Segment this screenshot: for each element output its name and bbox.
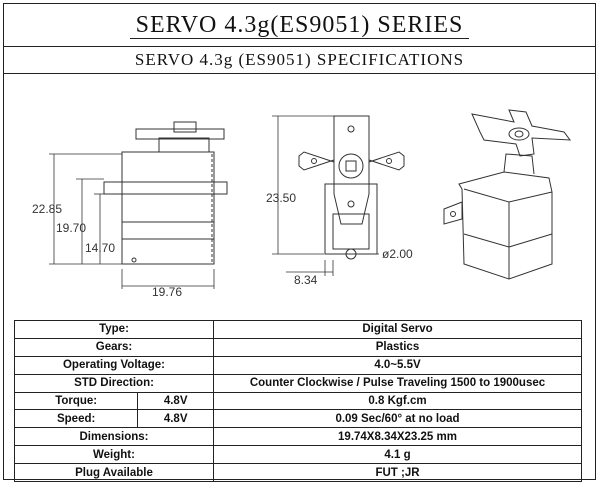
dim-front-height: 23.50 [266,191,296,205]
spec-value-weight: 4.1 g [213,445,582,465]
spec-label-voltage: Operating Voltage: [14,355,214,375]
dim-front-width: 8.34 [294,273,318,287]
spec-value-type: Digital Servo [213,320,582,339]
page-subtitle: SERVO 4.3g (ES9051) SPECIFICATIONS [4,46,595,74]
drawing-svg: 22.85 19.70 14.70 19.76 23.50 ø2.00 8.34 [32,109,572,299]
dim-height-tab: 14.70 [85,241,115,255]
front-view-dimension-lines [272,115,379,276]
spec-label-torque: Torque: [13,391,139,411]
table-row: STD Direction: Counter Clockwise / Pulse… [14,373,582,393]
table-row: Operating Voltage: 4.0~5.5V [14,355,582,375]
table-row: Plug Available FUT ;JR [14,463,582,483]
side-view-drawing [103,121,228,265]
technical-drawing: 22.85 19.70 14.70 19.76 23.50 ø2.00 8.34 [4,74,595,324]
table-row: Type: Digital Servo [14,320,582,339]
spec-value-speed: 0.09 Sec/60° at no load [213,409,582,429]
spec-label-dimensions: Dimensions: [14,427,214,447]
spec-label-weight: Weight: [14,445,214,465]
page-title: SERVO 4.3g(ES9051) SERIES [4,4,595,46]
dim-shaft-diameter: ø2.00 [382,247,413,261]
spec-condition-torque: 4.8V [137,391,214,411]
spec-label-gears: Gears: [14,337,214,357]
dim-height-total: 22.85 [32,202,62,216]
spec-label-direction: STD Direction: [14,373,214,393]
spec-sheet: SERVO 4.3g(ES9051) SERIES SERVO 4.3g (ES… [3,3,596,480]
table-row: Torque: 4.8V 0.8 Kgf.cm [13,391,582,411]
spec-label-speed: Speed: [13,409,139,429]
iso-view-drawing [443,109,572,280]
dim-width-body: 19.76 [152,285,182,299]
page-title-text: SERVO 4.3g(ES9051) SERIES [129,12,470,39]
spec-value-torque: 0.8 Kgf.cm [213,391,582,411]
spec-value-dimensions: 19.74X8.34X23.25 mm [213,427,582,447]
table-row: Gears: Plastics [14,337,582,357]
dimension-labels: 22.85 19.70 14.70 19.76 23.50 ø2.00 8.34 [32,191,413,299]
table-row: Dimensions: 19.74X8.34X23.25 mm [14,427,582,447]
dim-height-body: 19.70 [56,221,86,235]
spec-value-plug: FUT ;JR [213,463,582,483]
spec-value-gears: Plastics [213,337,582,357]
front-view-drawing [298,115,405,260]
table-row: Speed: 4.8V 0.09 Sec/60° at no load [13,409,582,429]
spec-value-voltage: 4.0~5.5V [213,355,582,375]
spec-condition-speed: 4.8V [137,409,214,429]
spec-value-direction: Counter Clockwise / Pulse Traveling 1500… [213,373,582,393]
spec-label-plug: Plug Available [14,463,214,483]
spec-table: Type: Digital Servo Gears: Plastics Oper… [13,320,582,483]
spec-label-type: Type: [14,320,214,339]
table-row: Weight: 4.1 g [14,445,582,465]
side-view-dimension-lines [49,153,215,289]
